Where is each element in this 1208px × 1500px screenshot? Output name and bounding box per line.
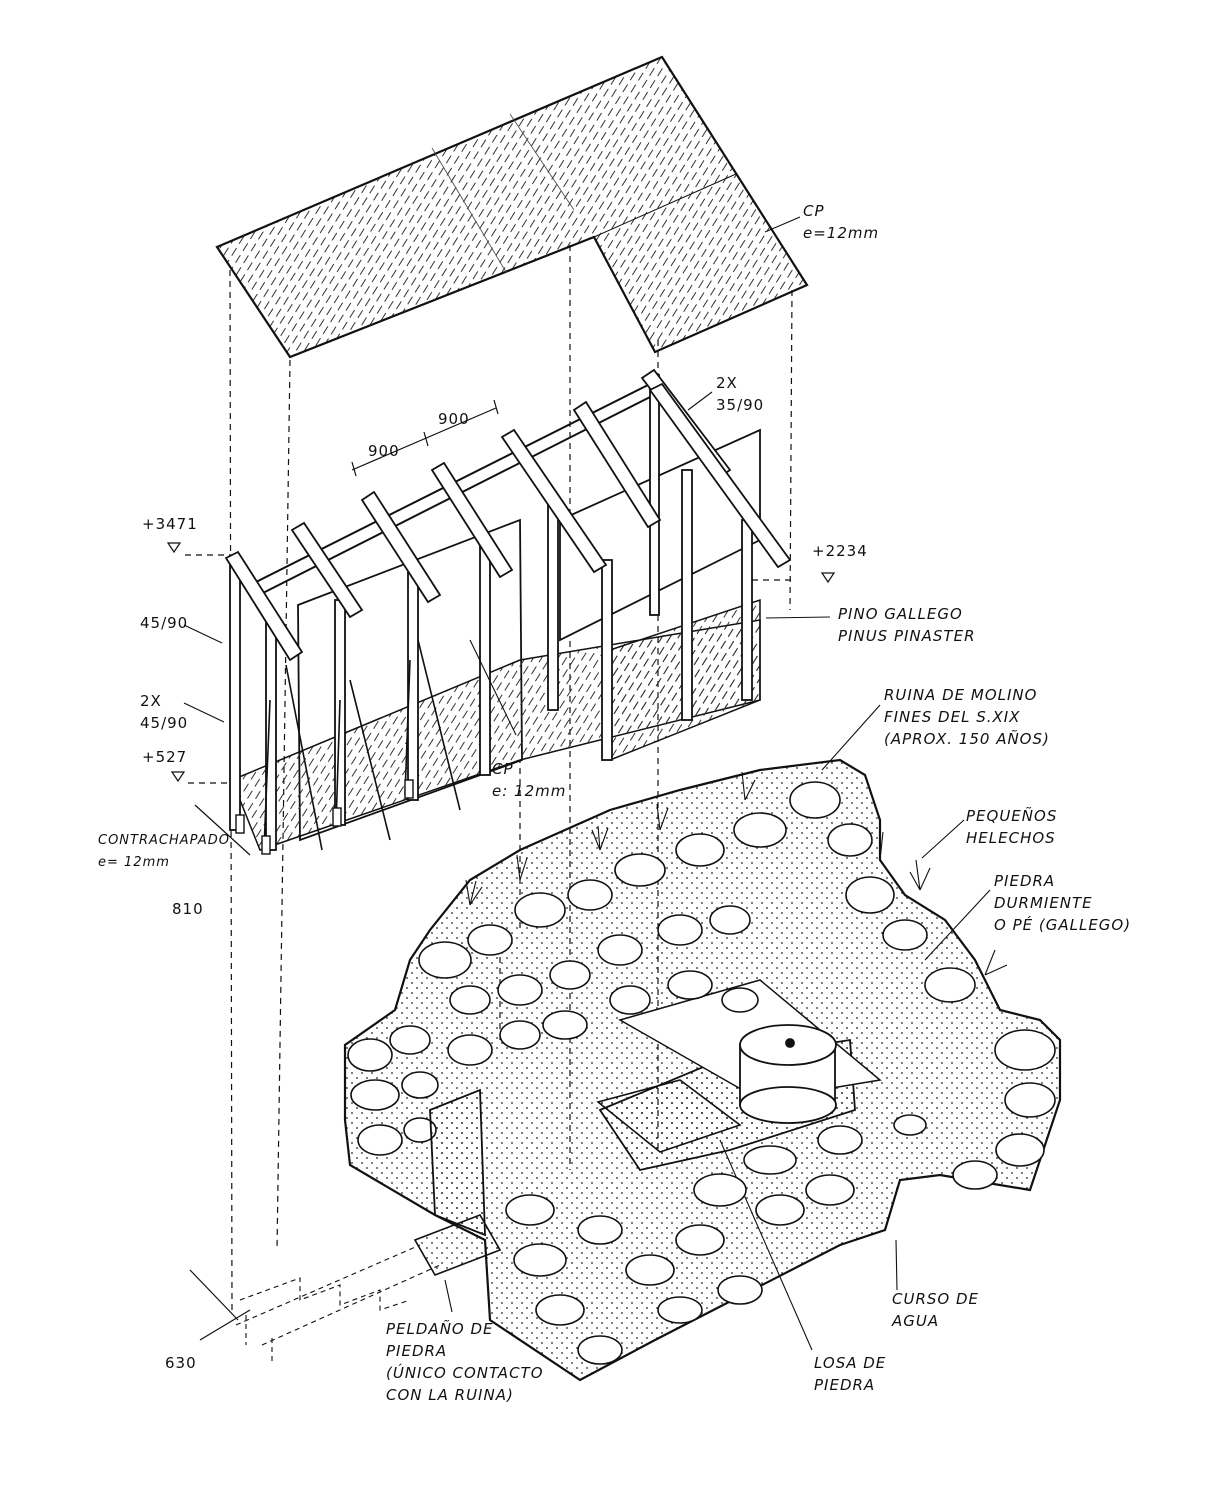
dim-spacing-1: 900 — [368, 442, 400, 460]
level-top-left: +3471 — [142, 515, 198, 533]
frame-footprint — [235, 1244, 441, 1365]
timber-frame — [224, 368, 792, 855]
label-rafters: 2x35/90 — [716, 374, 765, 414]
label-post-double: 2x45/90 — [140, 692, 189, 732]
dim-depth: 810 — [172, 900, 204, 918]
fern-sprigs — [465, 771, 1008, 976]
millstone — [739, 1024, 837, 1124]
dim-spacing-2: 900 — [438, 410, 470, 428]
level-floor: +527 — [142, 748, 188, 766]
dimension-lines — [166, 399, 836, 1341]
level-top-right: +2234 — [812, 542, 868, 560]
dim-base: 630 — [165, 1354, 197, 1372]
roof-panel — [215, 55, 809, 359]
label-post-single: 45/90 — [140, 614, 189, 632]
stone-ruin — [343, 758, 1062, 1382]
